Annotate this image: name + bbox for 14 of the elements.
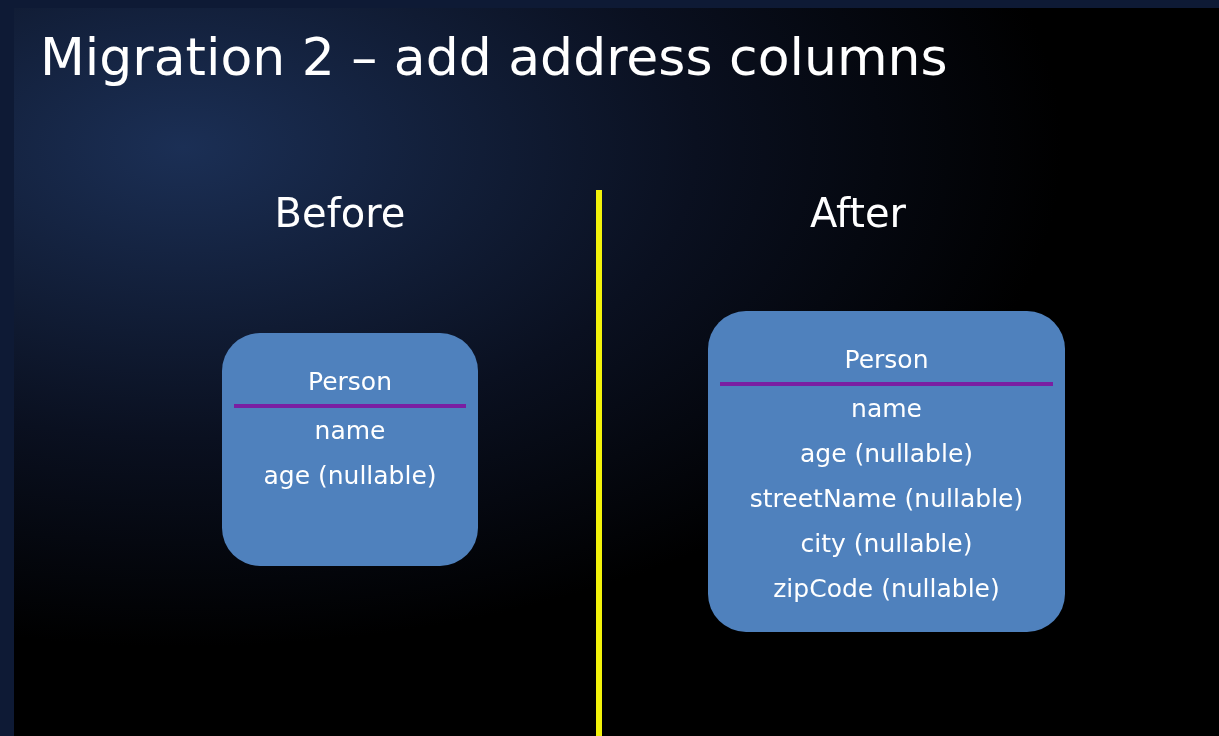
entity-name: Person (843, 344, 930, 376)
entity-name: Person (307, 366, 393, 398)
attribute-text: age (nullable) (798, 438, 975, 470)
attribute-text: name (313, 415, 387, 447)
attribute-text: name (850, 393, 923, 425)
entity-box (708, 311, 1065, 632)
attribute-text: zipCode (nullable) (772, 573, 1001, 605)
attribute-text: streetName (nullable) (748, 483, 1025, 515)
slide-title: Migration 2 – add address columns (40, 26, 948, 89)
entity-box (222, 333, 478, 566)
attribute-text: age (nullable) (262, 460, 438, 492)
column-heading: After (809, 190, 907, 236)
column-heading: Before (274, 190, 406, 236)
attribute-text: city (nullable) (799, 528, 974, 560)
